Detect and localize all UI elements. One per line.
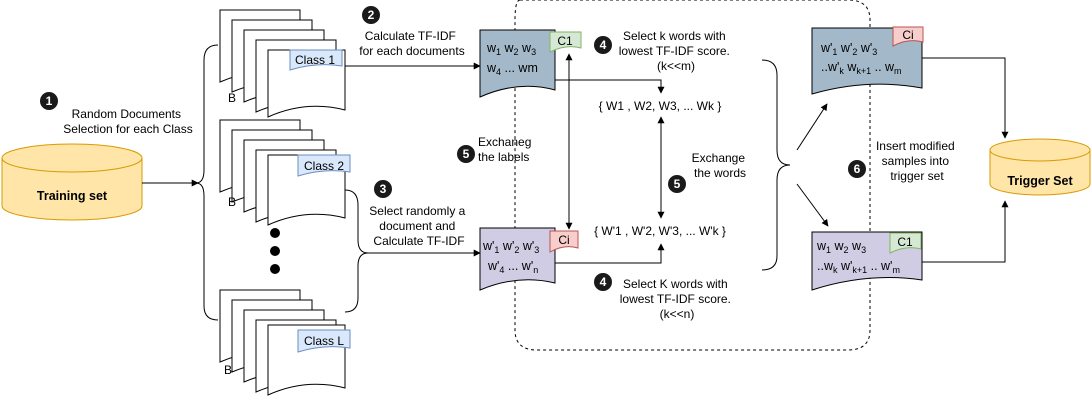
svg-text:5: 5 <box>674 177 681 191</box>
random-docs-text: Random Documents Selection for each Clas… <box>63 107 192 136</box>
svg-text:4: 4 <box>600 275 607 289</box>
select-random-text: Select randomly a document and Calculate… <box>369 204 468 248</box>
svg-text:w'1 w'2 w'3: w'1 w'2 w'3 <box>820 41 877 57</box>
svg-text:..wk w'k+1 .. w'm: ..wk w'k+1 .. w'm <box>817 259 900 275</box>
svg-text:..w'k wk+1 .. wm: ..w'k wk+1 .. wm <box>821 60 902 76</box>
brace-class2 <box>344 189 369 313</box>
document-ci-original: w'1 w'2 w'3 w'4 ... w'n Ci <box>479 227 579 291</box>
svg-text:w4 ... wm: w4 ... wm <box>486 61 538 77</box>
step-4-badge-top: 4 <box>594 36 612 54</box>
dashed-region <box>514 0 871 351</box>
exchange-words-text: Exchange the words <box>692 151 749 180</box>
class-1-label: Class 1 <box>295 53 335 67</box>
arrow-to-modified-bottom <box>796 183 829 227</box>
trigger-set-cylinder: Trigger Set <box>989 138 1091 196</box>
tag-ci: Ci <box>558 233 569 247</box>
svg-text:3: 3 <box>380 182 387 196</box>
word-set-w: { W1 , W2, W3, ... Wk } <box>599 99 722 113</box>
arrow-bottom-to-trigger <box>922 200 1009 263</box>
step-3-badge: 3 <box>374 180 392 198</box>
svg-text:w1 w2 w3: w1 w2 w3 <box>816 239 866 255</box>
stacks-brace <box>195 44 219 321</box>
document-modified-ci: w'1 w'2 w'3 ..w'k wk+1 .. wm Ci <box>811 26 924 95</box>
step-5-badge-words: 5 <box>668 175 686 193</box>
arrow-top-to-trigger <box>922 57 1009 139</box>
select-K-text: Select K words with lowest TF-IDF score.… <box>620 277 734 321</box>
document-modified-c1: w1 w2 w3 ..wk w'k+1 .. w'm C1 <box>811 231 923 291</box>
class-2-label: Class 2 <box>304 159 344 173</box>
document-c1-original: w1 w2 w3 w4 ... wm C1 <box>479 29 582 98</box>
document-stack-class-1: Class 1 B <box>219 9 346 118</box>
exchange-labels-text: Exchaneg the labels <box>478 135 535 164</box>
step-2-badge: 2 <box>362 6 380 24</box>
svg-text:5: 5 <box>463 147 470 161</box>
svg-text:w'4 ... w'n: w'4 ... w'n <box>487 259 538 275</box>
right-brace <box>761 59 791 271</box>
document-stack-class-2: Class 2 B <box>219 119 351 226</box>
training-set-label: Training set <box>37 189 108 203</box>
batch-b-2: B <box>228 195 236 209</box>
svg-text:2: 2 <box>368 8 375 22</box>
svg-text:6: 6 <box>854 162 861 176</box>
training-set-cylinder: Training set <box>1 143 143 221</box>
svg-text:4: 4 <box>600 38 607 52</box>
step-6-badge: 6 <box>848 160 866 178</box>
calc-tfidf-text: Calculate TF-IDF for each documents <box>359 29 464 58</box>
trigger-set-label: Trigger Set <box>1007 174 1073 188</box>
batch-b-1: B <box>228 91 236 105</box>
svg-text:w'1 w'2 w'3: w'1 w'2 w'3 <box>482 239 539 255</box>
tag-c1-modified: C1 <box>897 235 913 249</box>
tag-ci-modified: Ci <box>902 28 913 42</box>
arrow-to-modified-top <box>796 103 828 151</box>
step-4-badge-bottom: 4 <box>594 273 612 291</box>
svg-text:1: 1 <box>46 94 53 108</box>
arrow-doc1-to-set <box>555 79 665 94</box>
document-stack-class-l: Class L B <box>219 289 351 396</box>
class-l-label: Class L <box>304 334 344 348</box>
insert-text: Insert modified samples into trigger set <box>876 139 958 183</box>
tag-c1: C1 <box>557 34 573 48</box>
batch-b-3: B <box>224 363 232 377</box>
step-5-badge-labels: 5 <box>457 145 475 163</box>
word-set-wp: { W'1 , W'2, W'3, ... W'k } <box>594 224 726 238</box>
svg-text:w1 w2 w3: w1 w2 w3 <box>486 41 536 57</box>
ellipsis-dots <box>270 228 280 274</box>
arrow-doc2-to-set <box>555 243 665 264</box>
select-k-text: Select k words with lowest TF-IDF score.… <box>619 29 733 73</box>
step-1-badge: 1 <box>40 92 58 110</box>
